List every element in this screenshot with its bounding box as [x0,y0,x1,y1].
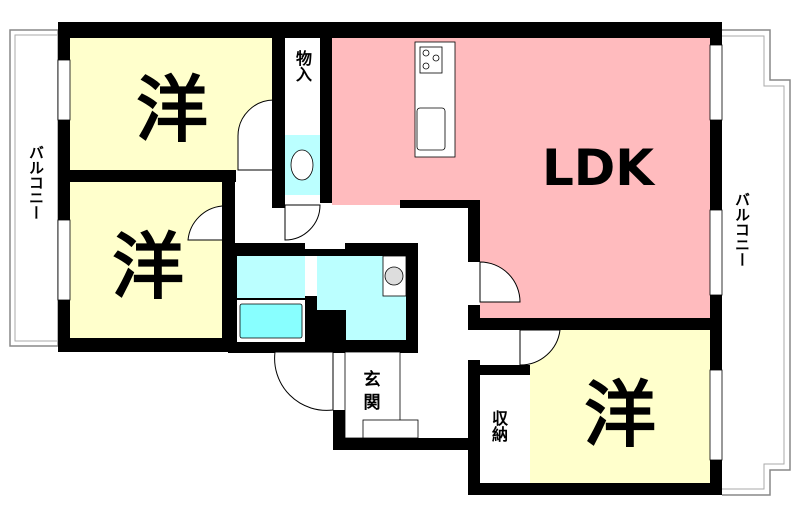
entrance-label-2: 関 [364,393,381,413]
toilet-icon [290,149,314,181]
western-room-label-bottom-right: 洋 [584,373,656,457]
western-room-label-top-left: 洋 [136,68,208,152]
balcony-left [9,29,59,347]
storage-bottom [480,375,518,483]
washroom [237,256,305,298]
ldk-label: LDK [542,139,656,197]
storage-top [285,38,320,100]
entrance-label: 玄 [364,369,381,390]
sink-icon [416,107,446,151]
bathtub [239,303,303,339]
western-room-label-left: 洋 [112,225,184,309]
stove-icon [419,46,443,74]
storage-top-label: 物入 [293,50,312,82]
storage-bottom-label: 収納 [489,410,508,442]
balcony-right [722,29,791,496]
western-room-bottom-right [530,330,710,483]
western-room-left [70,182,222,338]
washbasin-icon [384,266,404,286]
balcony-right-label: バルコニー [733,192,751,267]
balcony-left-label: バルコニー [27,145,45,220]
